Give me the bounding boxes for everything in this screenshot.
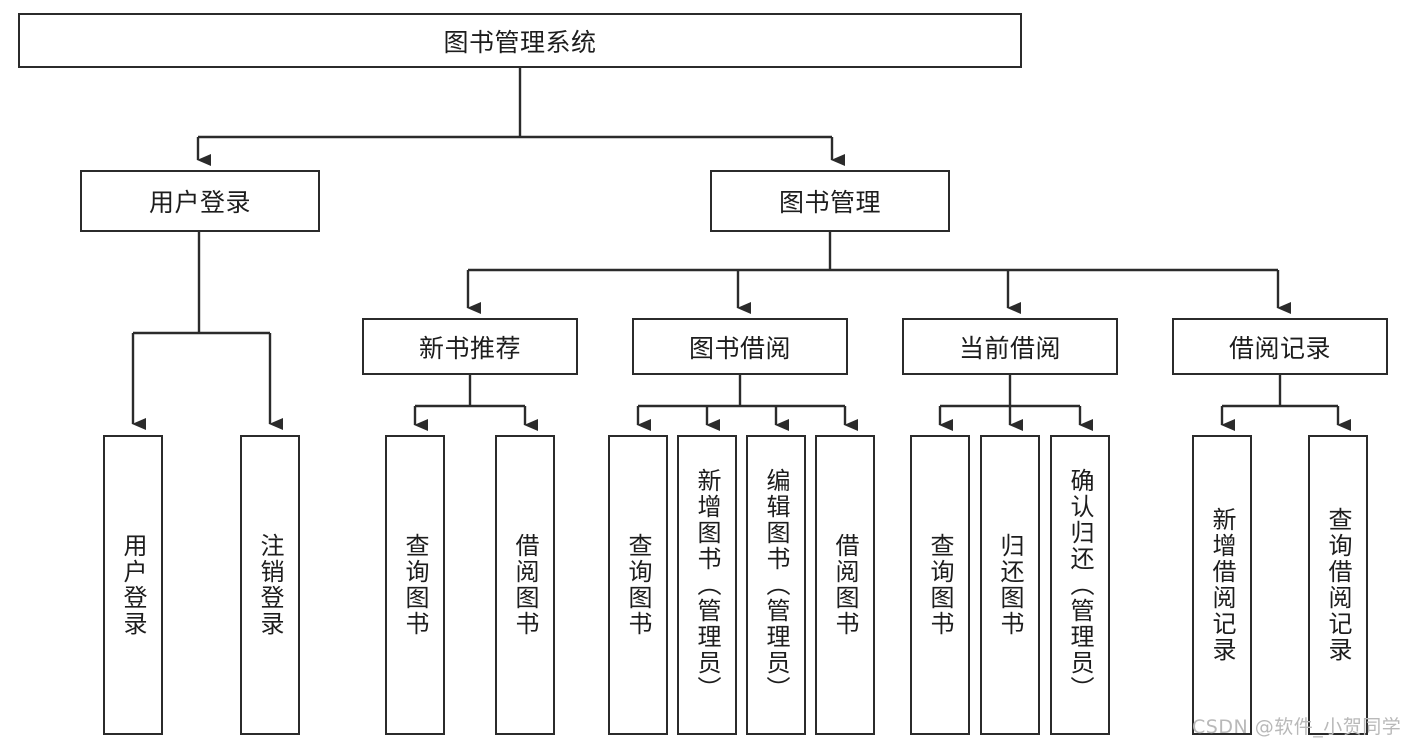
node-book-borrow[interactable]: 图书借阅 [632, 318, 848, 375]
node-leaf-borrow-book-1[interactable]: 借阅图书 [495, 435, 555, 735]
node-borrow-record[interactable]: 借阅记录 [1172, 318, 1388, 375]
node-leaf-user-logout[interactable]: 注销登录 [240, 435, 300, 735]
node-leaf-add-book-label: 新增图书（管理员） [693, 468, 721, 702]
node-leaf-user-login-label: 用户登录 [119, 533, 147, 637]
node-leaf-add-book[interactable]: 新增图书（管理员） [677, 435, 737, 735]
node-new-book-rec-label: 新书推荐 [418, 333, 521, 363]
node-root-label: 图书管理系统 [443, 27, 597, 57]
node-book-borrow-label: 图书借阅 [688, 333, 791, 363]
node-leaf-query-book-3-label: 查询图书 [926, 533, 954, 637]
node-leaf-confirm-return[interactable]: 确认归还（管理员） [1050, 435, 1110, 735]
node-leaf-query-record[interactable]: 查询借阅记录 [1308, 435, 1368, 735]
watermark: CSDN @软件_小贺同学 [1192, 716, 1402, 738]
node-leaf-query-book-1-label: 查询图书 [401, 533, 429, 637]
node-book-manage[interactable]: 图书管理 [710, 170, 950, 232]
node-leaf-query-book-2-label: 查询图书 [624, 533, 652, 637]
node-user-login-label: 用户登录 [148, 188, 251, 217]
node-new-book-rec[interactable]: 新书推荐 [362, 318, 578, 375]
node-leaf-borrow-book-2[interactable]: 借阅图书 [815, 435, 875, 735]
node-leaf-borrow-book-2-label: 借阅图书 [831, 533, 859, 637]
node-leaf-query-book-1[interactable]: 查询图书 [385, 435, 445, 735]
node-current-borrow-label: 当前借阅 [958, 333, 1061, 363]
node-leaf-user-login[interactable]: 用户登录 [103, 435, 163, 735]
node-leaf-return-book[interactable]: 归还图书 [980, 435, 1040, 735]
node-leaf-confirm-return-label: 确认归还（管理员） [1066, 468, 1094, 702]
node-leaf-add-record[interactable]: 新增借阅记录 [1192, 435, 1252, 735]
node-root[interactable]: 图书管理系统 [18, 13, 1022, 68]
node-leaf-query-book-2[interactable]: 查询图书 [608, 435, 668, 735]
node-leaf-borrow-book-1-label: 借阅图书 [511, 533, 539, 637]
node-leaf-query-book-3[interactable]: 查询图书 [910, 435, 970, 735]
node-leaf-user-logout-label: 注销登录 [256, 533, 284, 637]
node-leaf-add-record-label: 新增借阅记录 [1208, 507, 1236, 663]
node-leaf-query-record-label: 查询借阅记录 [1324, 507, 1352, 663]
node-leaf-return-book-label: 归还图书 [996, 533, 1024, 637]
node-leaf-edit-book-label: 编辑图书（管理员） [762, 468, 790, 702]
node-current-borrow[interactable]: 当前借阅 [902, 318, 1118, 375]
node-user-login[interactable]: 用户登录 [80, 170, 320, 232]
node-leaf-edit-book[interactable]: 编辑图书（管理员） [746, 435, 806, 735]
node-book-manage-label: 图书管理 [778, 188, 881, 217]
node-borrow-record-label: 借阅记录 [1228, 333, 1331, 363]
